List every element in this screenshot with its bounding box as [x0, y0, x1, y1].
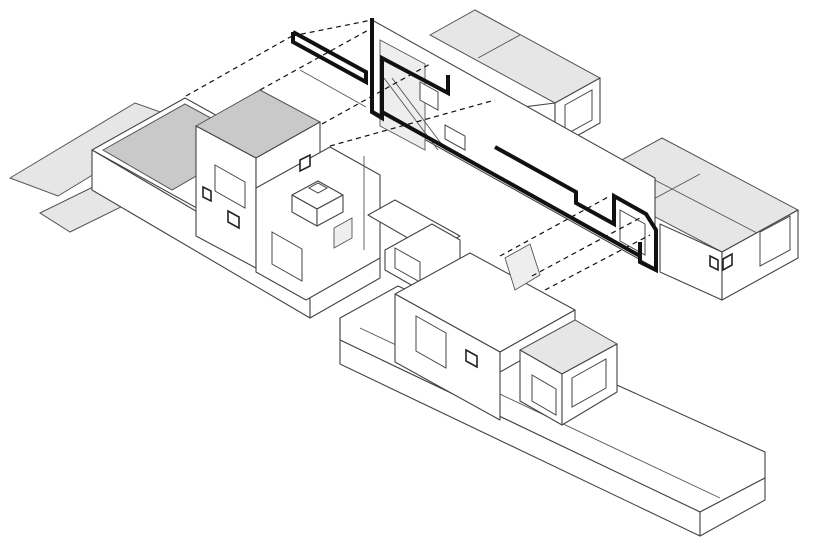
section-niche: [444, 124, 466, 151]
central-wing-door: [415, 315, 447, 369]
floating-slab-lower-edge: [299, 69, 367, 108]
projection-line-3: [321, 63, 431, 125]
two-storey-volume: [194, 89, 381, 301]
projection-line-1: [185, 35, 293, 97]
exploded-section-wall: [291, 18, 658, 291]
upper-block-roof-divider: [477, 34, 521, 59]
floating-fragment: [504, 243, 541, 291]
projection-lines: [185, 19, 651, 291]
section-cut-floor: [381, 110, 641, 258]
floating-cut-slab: [291, 30, 368, 86]
pergola-opening-side: [571, 358, 607, 408]
right-wing-opening: [759, 215, 791, 267]
projection-line-7: [531, 217, 641, 277]
tower-side-window: [202, 185, 212, 203]
projection-line-6: [499, 195, 611, 257]
central-low-wing: [367, 199, 619, 426]
kitchen-alcove: [333, 217, 353, 249]
right-wing-window-front: [709, 254, 719, 272]
section-cut-right: [494, 145, 658, 274]
ground-door: [271, 231, 303, 282]
tower-small-window: [227, 209, 240, 230]
central-wing-window: [465, 348, 478, 369]
skylight-glass: [307, 182, 329, 194]
section-window: [419, 81, 439, 111]
garden-wall-end: [699, 477, 766, 537]
projection-line-2: [259, 27, 373, 91]
projection-line-4: [329, 99, 496, 147]
courtyard-window: [299, 153, 311, 173]
skylight-box-right: [316, 194, 344, 227]
right-wing-window: [722, 252, 733, 272]
projection-line-5: [291, 19, 373, 37]
upper-block-opening: [564, 89, 593, 136]
stair-flight-inner: [391, 77, 447, 151]
projection-line-8: [544, 234, 651, 291]
pergola-opening: [531, 374, 557, 416]
tower-large-window: [214, 164, 246, 209]
